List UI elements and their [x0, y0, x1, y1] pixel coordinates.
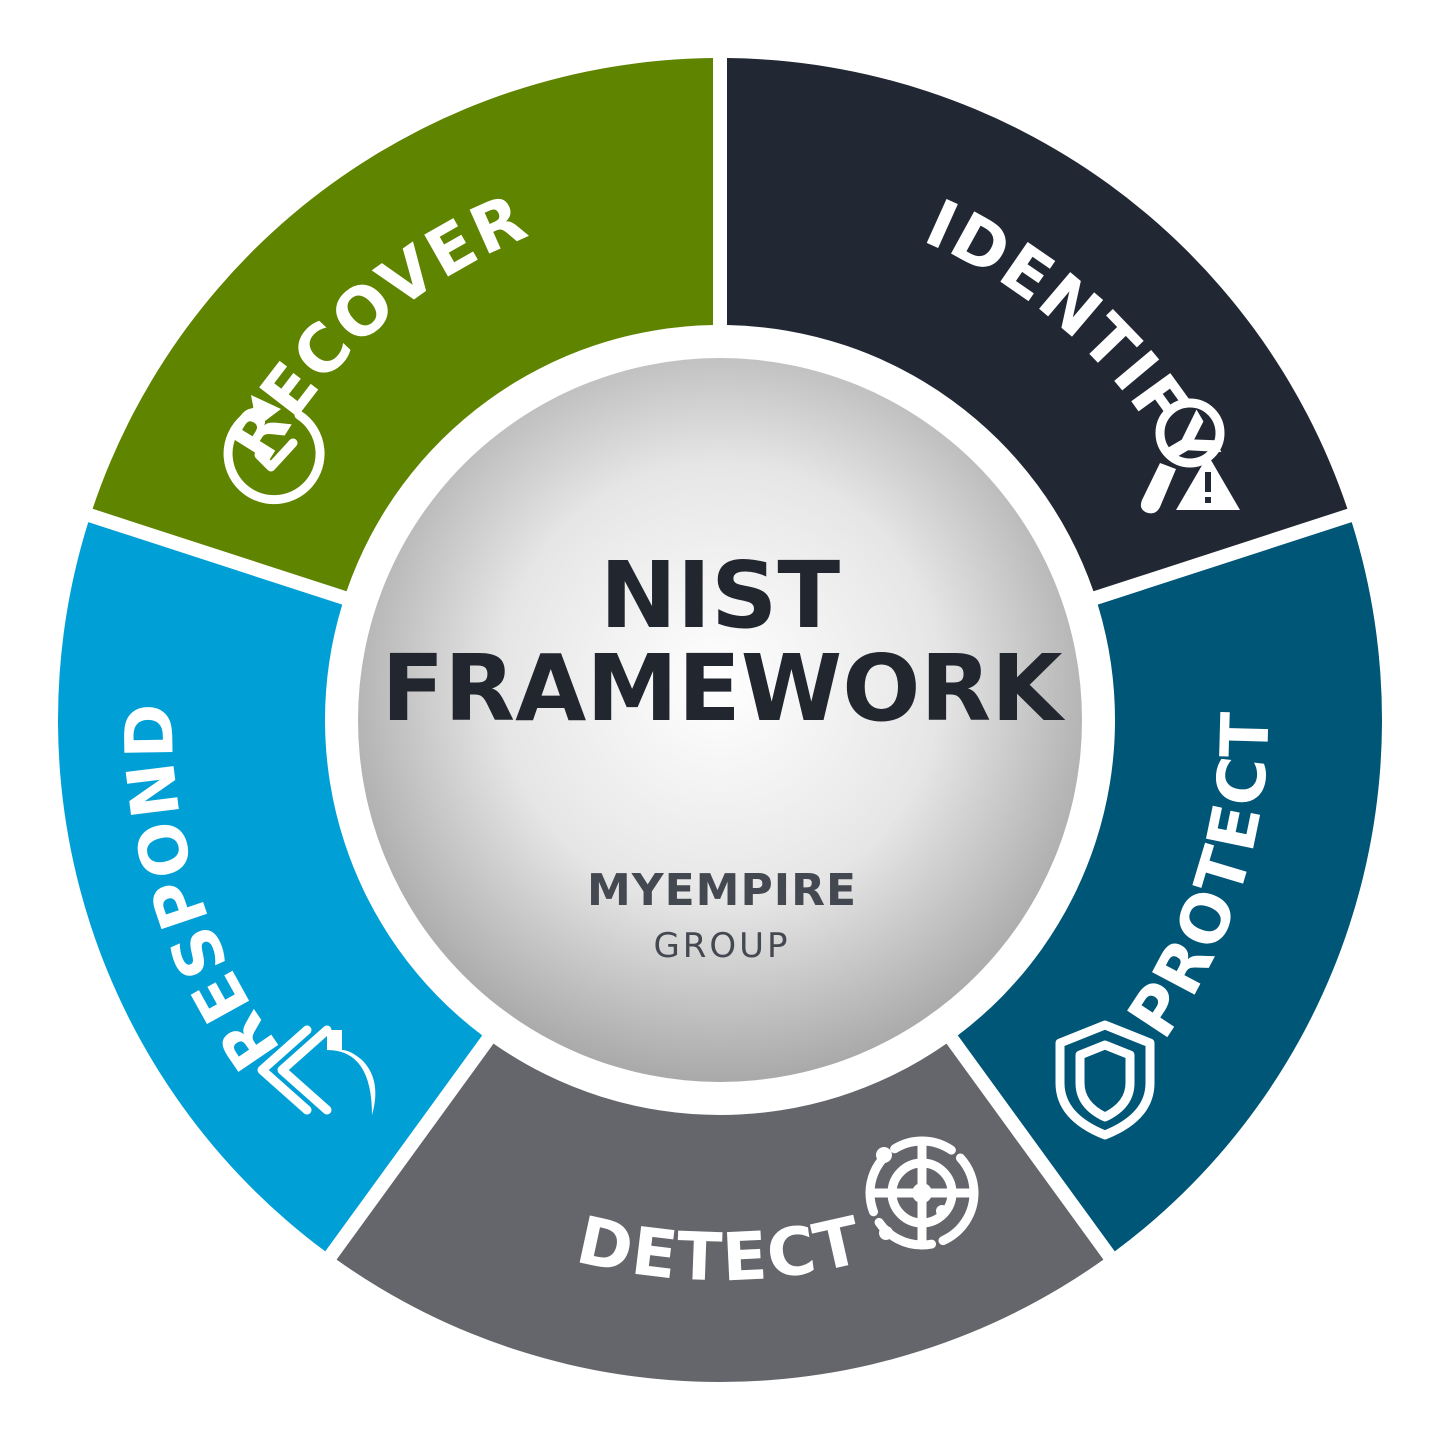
reply-arrows-icon [257, 1025, 376, 1115]
magnifier-warning-icon [1140, 398, 1240, 514]
shield-icon [1055, 1020, 1155, 1140]
center-title-line1: NIST [600, 542, 840, 649]
segment-identify [726, 58, 1348, 592]
center-disc [358, 358, 1082, 1082]
logo-subtitle: GROUP [653, 926, 790, 966]
radar-icon [865, 1136, 979, 1250]
clock-check-icon [223, 395, 325, 505]
logo-wordmark: MYEMPIRE [587, 865, 857, 916]
segment-detect [336, 1043, 1104, 1383]
center-title-line2: FRAMEWORK [381, 635, 1066, 742]
segment-respond [57, 522, 483, 1252]
segment-recover [92, 58, 714, 592]
